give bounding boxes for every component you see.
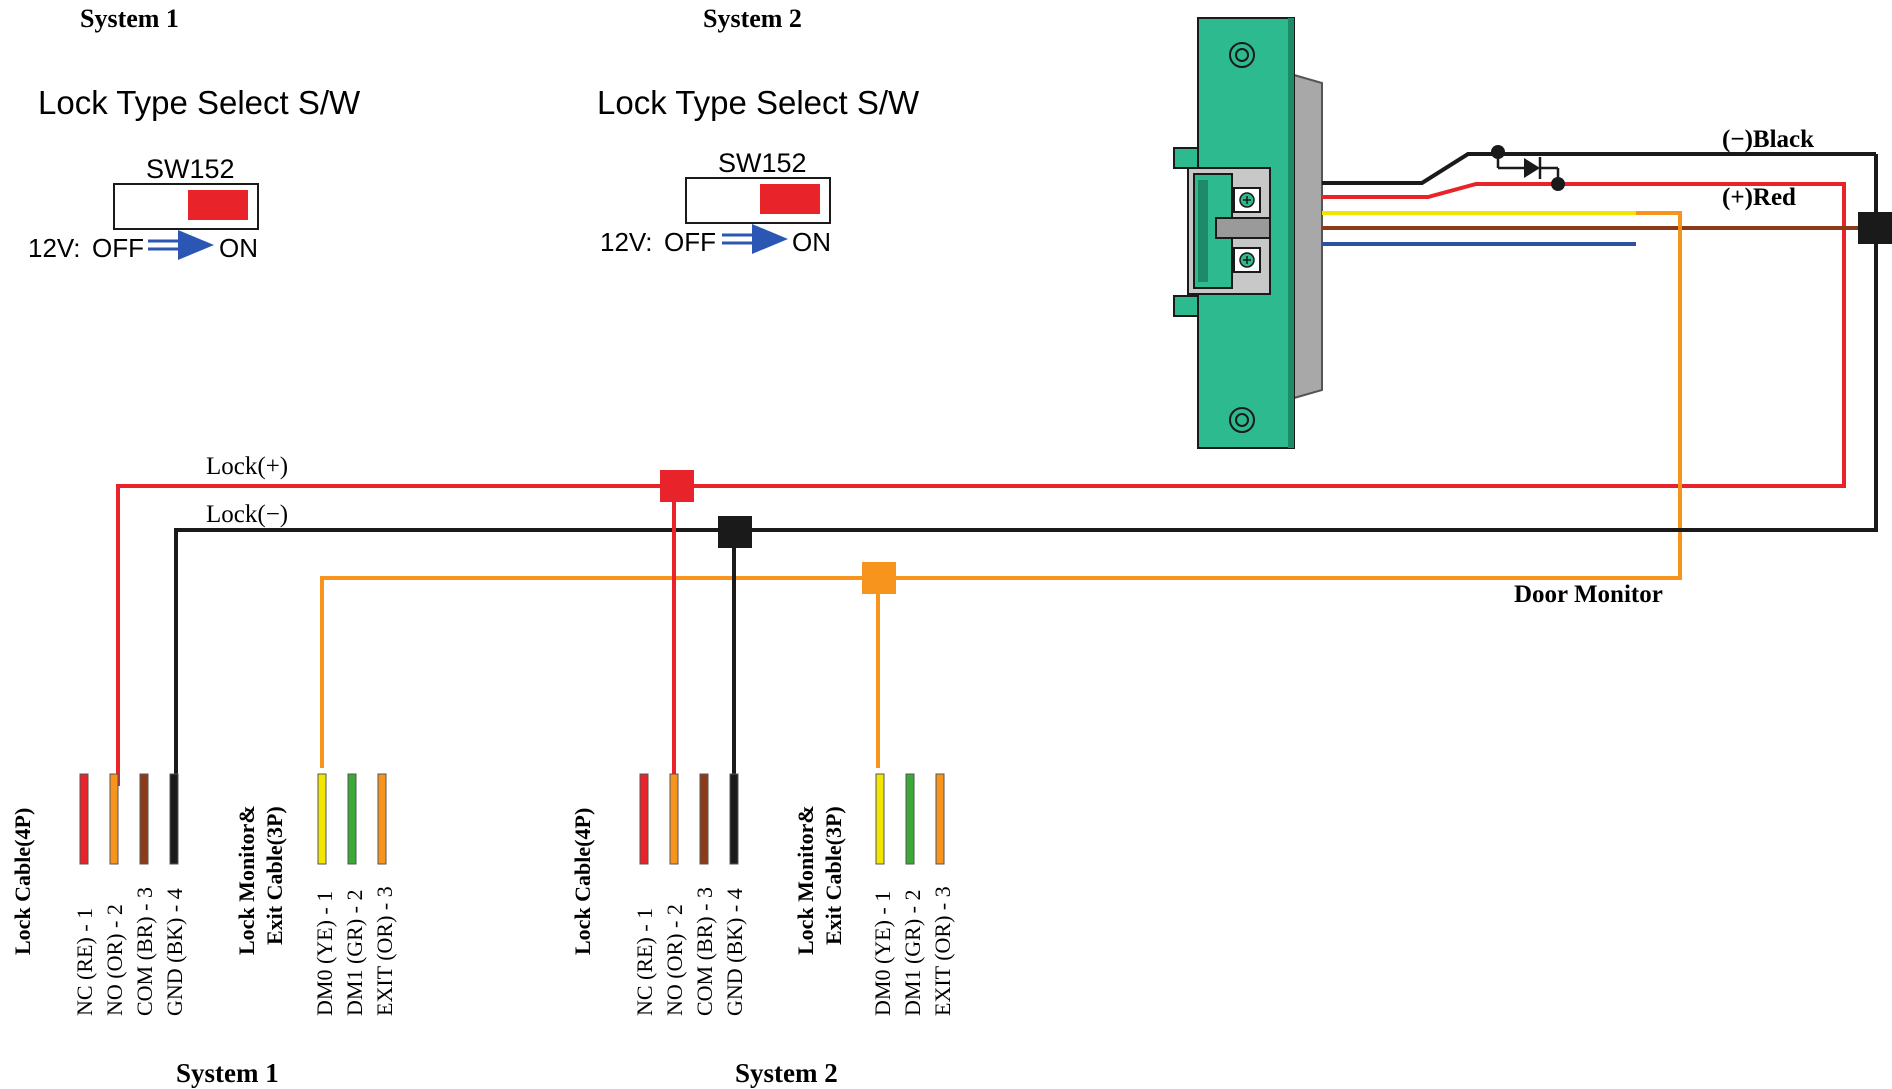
pin-label: COM (BR) - 3 [692,887,717,1016]
pin-label: NO (OR) - 2 [662,904,687,1016]
pin-label: GND (BK) - 4 [162,888,187,1016]
pin-label: NC (RE) - 1 [632,908,657,1016]
switch-toggle [760,184,820,214]
pin-dm0 [317,773,327,865]
off-label: OFF [92,233,144,263]
pin-nc [639,773,649,865]
pin-exit [377,773,387,865]
pin-label: DM1 (GR) - 2 [342,890,367,1017]
pin-label: NO (OR) - 2 [102,904,127,1016]
on-label: ON [219,233,258,263]
mount-tab [1173,147,1199,169]
lock-cable-label: Lock Cable(4P) [570,808,595,955]
junction-black-right [1858,212,1892,244]
diode-icon [1491,145,1565,191]
strike-faceplate-edge [1288,18,1294,448]
switch-name: SW152 [718,148,807,178]
screw-icon [1233,247,1261,273]
off-label: OFF [664,227,716,257]
pin-gnd [169,773,179,865]
screw-hole-icon [1229,42,1255,68]
pin-label: COM (BR) - 3 [132,887,157,1016]
switch-name: SW152 [146,154,235,184]
system2-monitor-cable-pins [875,773,945,865]
system1-lock-cable-pins [79,773,179,865]
red-wire-label: (+)Red [1722,184,1796,211]
pin-label: EXIT (OR) - 3 [930,886,955,1016]
junction-orange [862,562,896,594]
strike-side-plate [1293,73,1323,400]
strike-wires [116,152,1878,786]
strike-latch-shadow [1198,180,1208,282]
junction-black [718,516,752,548]
electric-strike [1173,17,1323,449]
system2-lock-cable-pins [639,773,739,865]
pin-label: DM0 (YE) - 1 [312,891,337,1016]
junction-red [660,470,694,502]
switch-title: Lock Type Select S/W [597,84,920,121]
door-monitor-wire [320,211,1682,768]
mount-tab [1173,295,1199,317]
monitor-cable-label-line1: Lock Monitor& [793,805,818,955]
monitor-cable-label-line2: Exit Cable(3P) [262,806,287,945]
voltage-label: 12V: [600,227,653,257]
pin-nc [79,773,89,865]
system2-lock-type-switch: Lock Type Select S/W SW152 12V: OFF ON [597,84,920,257]
strike-bar [1215,217,1271,239]
pin-no [109,773,119,865]
on-label: ON [792,227,831,257]
black-wire-label: (−)Black [1722,126,1814,153]
pin-dm1 [905,773,915,865]
pin-label: DM0 (YE) - 1 [870,891,895,1016]
system2-cable-labels: Lock Cable(4P) NC (RE) - 1 NO (OR) - 2 C… [570,805,955,1016]
arrow-right-icon [722,224,788,254]
lock-minus-label: Lock(−) [206,501,288,528]
lock-cable-label: Lock Cable(4P) [10,808,35,955]
system1-cable-labels: Lock Cable(4P) NC (RE) - 1 NO (OR) - 2 C… [10,805,397,1016]
pin-no [669,773,679,865]
arrow-right-icon [148,230,214,260]
strike-black-wire [1322,152,1876,185]
lock-plus-wire [116,182,1846,786]
lock-minus-wire [174,154,1878,786]
switch-title: Lock Type Select S/W [38,84,361,121]
monitor-cable-label-line1: Lock Monitor& [234,805,259,955]
switch-toggle [188,190,248,220]
pin-dm0 [875,773,885,865]
screw-hole-icon [1229,407,1255,433]
system1-top-label: System 1 [80,4,179,33]
voltage-label: 12V: [28,233,81,263]
system1-monitor-cable-pins [317,773,387,865]
pin-gnd [729,773,739,865]
system1-bottom-label: System 1 [176,1058,279,1088]
monitor-cable-label-line2: Exit Cable(3P) [821,806,846,945]
pin-dm1 [347,773,357,865]
system2-bottom-label: System 2 [735,1058,838,1088]
screw-icon [1233,187,1261,213]
system1-lock-type-switch: Lock Type Select S/W SW152 12V: OFF ON [28,84,361,263]
pin-label: EXIT (OR) - 3 [372,886,397,1016]
pin-com [139,773,149,865]
pin-exit [935,773,945,865]
pin-label: GND (BK) - 4 [722,888,747,1016]
pin-label: NC (RE) - 1 [72,908,97,1016]
pin-com [699,773,709,865]
lock-plus-label: Lock(+) [206,453,288,480]
system2-top-label: System 2 [703,4,802,33]
door-monitor-label: Door Monitor [1514,581,1663,608]
pin-label: DM1 (GR) - 2 [900,890,925,1017]
